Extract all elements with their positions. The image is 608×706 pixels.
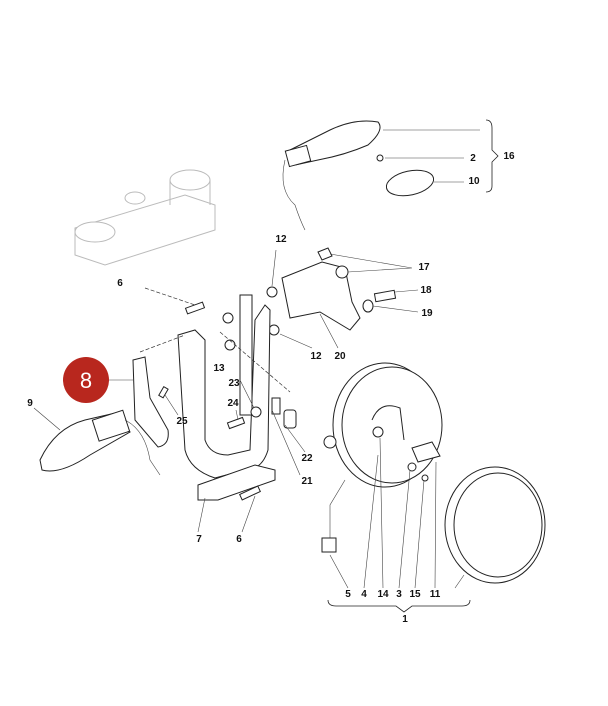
label-5: 5 — [345, 589, 351, 600]
label-19: 19 — [421, 308, 433, 319]
label-13: 13 — [213, 363, 225, 374]
label-16: 16 — [503, 151, 515, 162]
label-24: 24 — [227, 398, 239, 409]
headlight-frame — [139, 287, 306, 533]
label-7: 7 — [196, 534, 202, 545]
turn-signal-right — [282, 119, 499, 231]
handlebar-clamp-ghost — [74, 169, 216, 266]
mount-bracket — [266, 247, 419, 349]
label-14: 14 — [377, 589, 389, 600]
label-18: 18 — [420, 285, 432, 296]
label-12-lower: 12 — [310, 351, 322, 362]
label-21: 21 — [301, 476, 313, 487]
label-3: 3 — [396, 589, 402, 600]
turn-signal-left — [33, 356, 179, 476]
label-6-lower: 6 — [236, 534, 242, 545]
label-11: 11 — [430, 589, 441, 600]
label-17: 17 — [418, 262, 430, 273]
callout-label: 8 — [80, 368, 92, 393]
label-2: 2 — [470, 153, 476, 164]
label-23: 23 — [228, 378, 240, 389]
label-1: 1 — [402, 614, 408, 625]
callout-circle[interactable] — [63, 357, 109, 403]
label-20: 20 — [334, 351, 346, 362]
label-9: 9 — [27, 398, 33, 409]
label-15: 15 — [409, 589, 421, 600]
callout-8[interactable]: 8 — [63, 357, 133, 403]
label-25: 25 — [176, 416, 188, 427]
label-6-top: 6 — [117, 278, 123, 289]
label-22: 22 — [301, 453, 313, 464]
label-10: 10 — [468, 176, 480, 187]
label-4: 4 — [361, 589, 367, 600]
headlight-assembly — [321, 362, 546, 613]
label-12-top: 12 — [275, 234, 287, 245]
